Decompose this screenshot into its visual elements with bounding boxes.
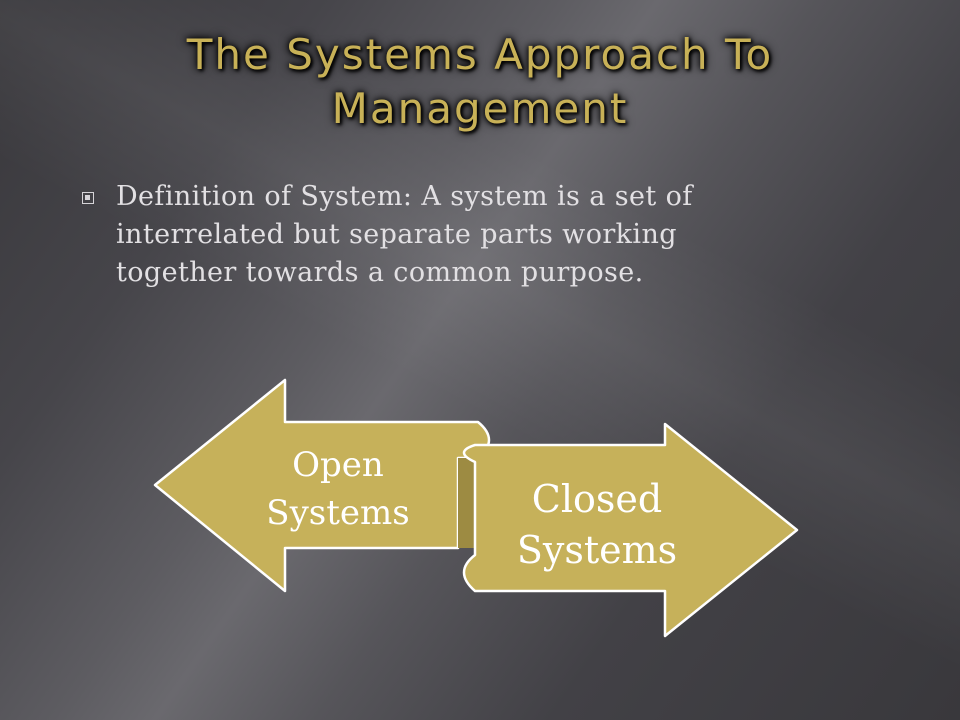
definition-line-2: interrelated but separate parts working bbox=[116, 219, 677, 250]
title-line-2: Management bbox=[331, 84, 629, 133]
slide-title: The Systems Approach To Management bbox=[80, 28, 880, 136]
title-line-1: The Systems Approach To bbox=[186, 30, 774, 79]
definition-text: Definition of System: A system is a set … bbox=[116, 178, 693, 292]
definition-line-3: together towards a common purpose. bbox=[116, 257, 644, 288]
open-systems-label-line-2: Systems bbox=[266, 493, 409, 533]
definition-bullet: Definition of System: A system is a set … bbox=[82, 178, 802, 292]
closed-systems-label-line-2: Systems bbox=[517, 528, 677, 572]
definition-line-1: Definition of System: A system is a set … bbox=[116, 181, 693, 212]
square-bullet-icon bbox=[82, 192, 94, 204]
open-systems-arrow: Open Systems bbox=[153, 378, 491, 593]
open-systems-label-line-1: Open bbox=[292, 445, 384, 485]
closed-systems-arrow-shape bbox=[462, 422, 799, 638]
open-systems-arrow-shape bbox=[153, 378, 491, 593]
closed-systems-arrow: Closed Systems bbox=[462, 422, 799, 638]
closed-systems-label-line-1: Closed bbox=[532, 477, 662, 521]
